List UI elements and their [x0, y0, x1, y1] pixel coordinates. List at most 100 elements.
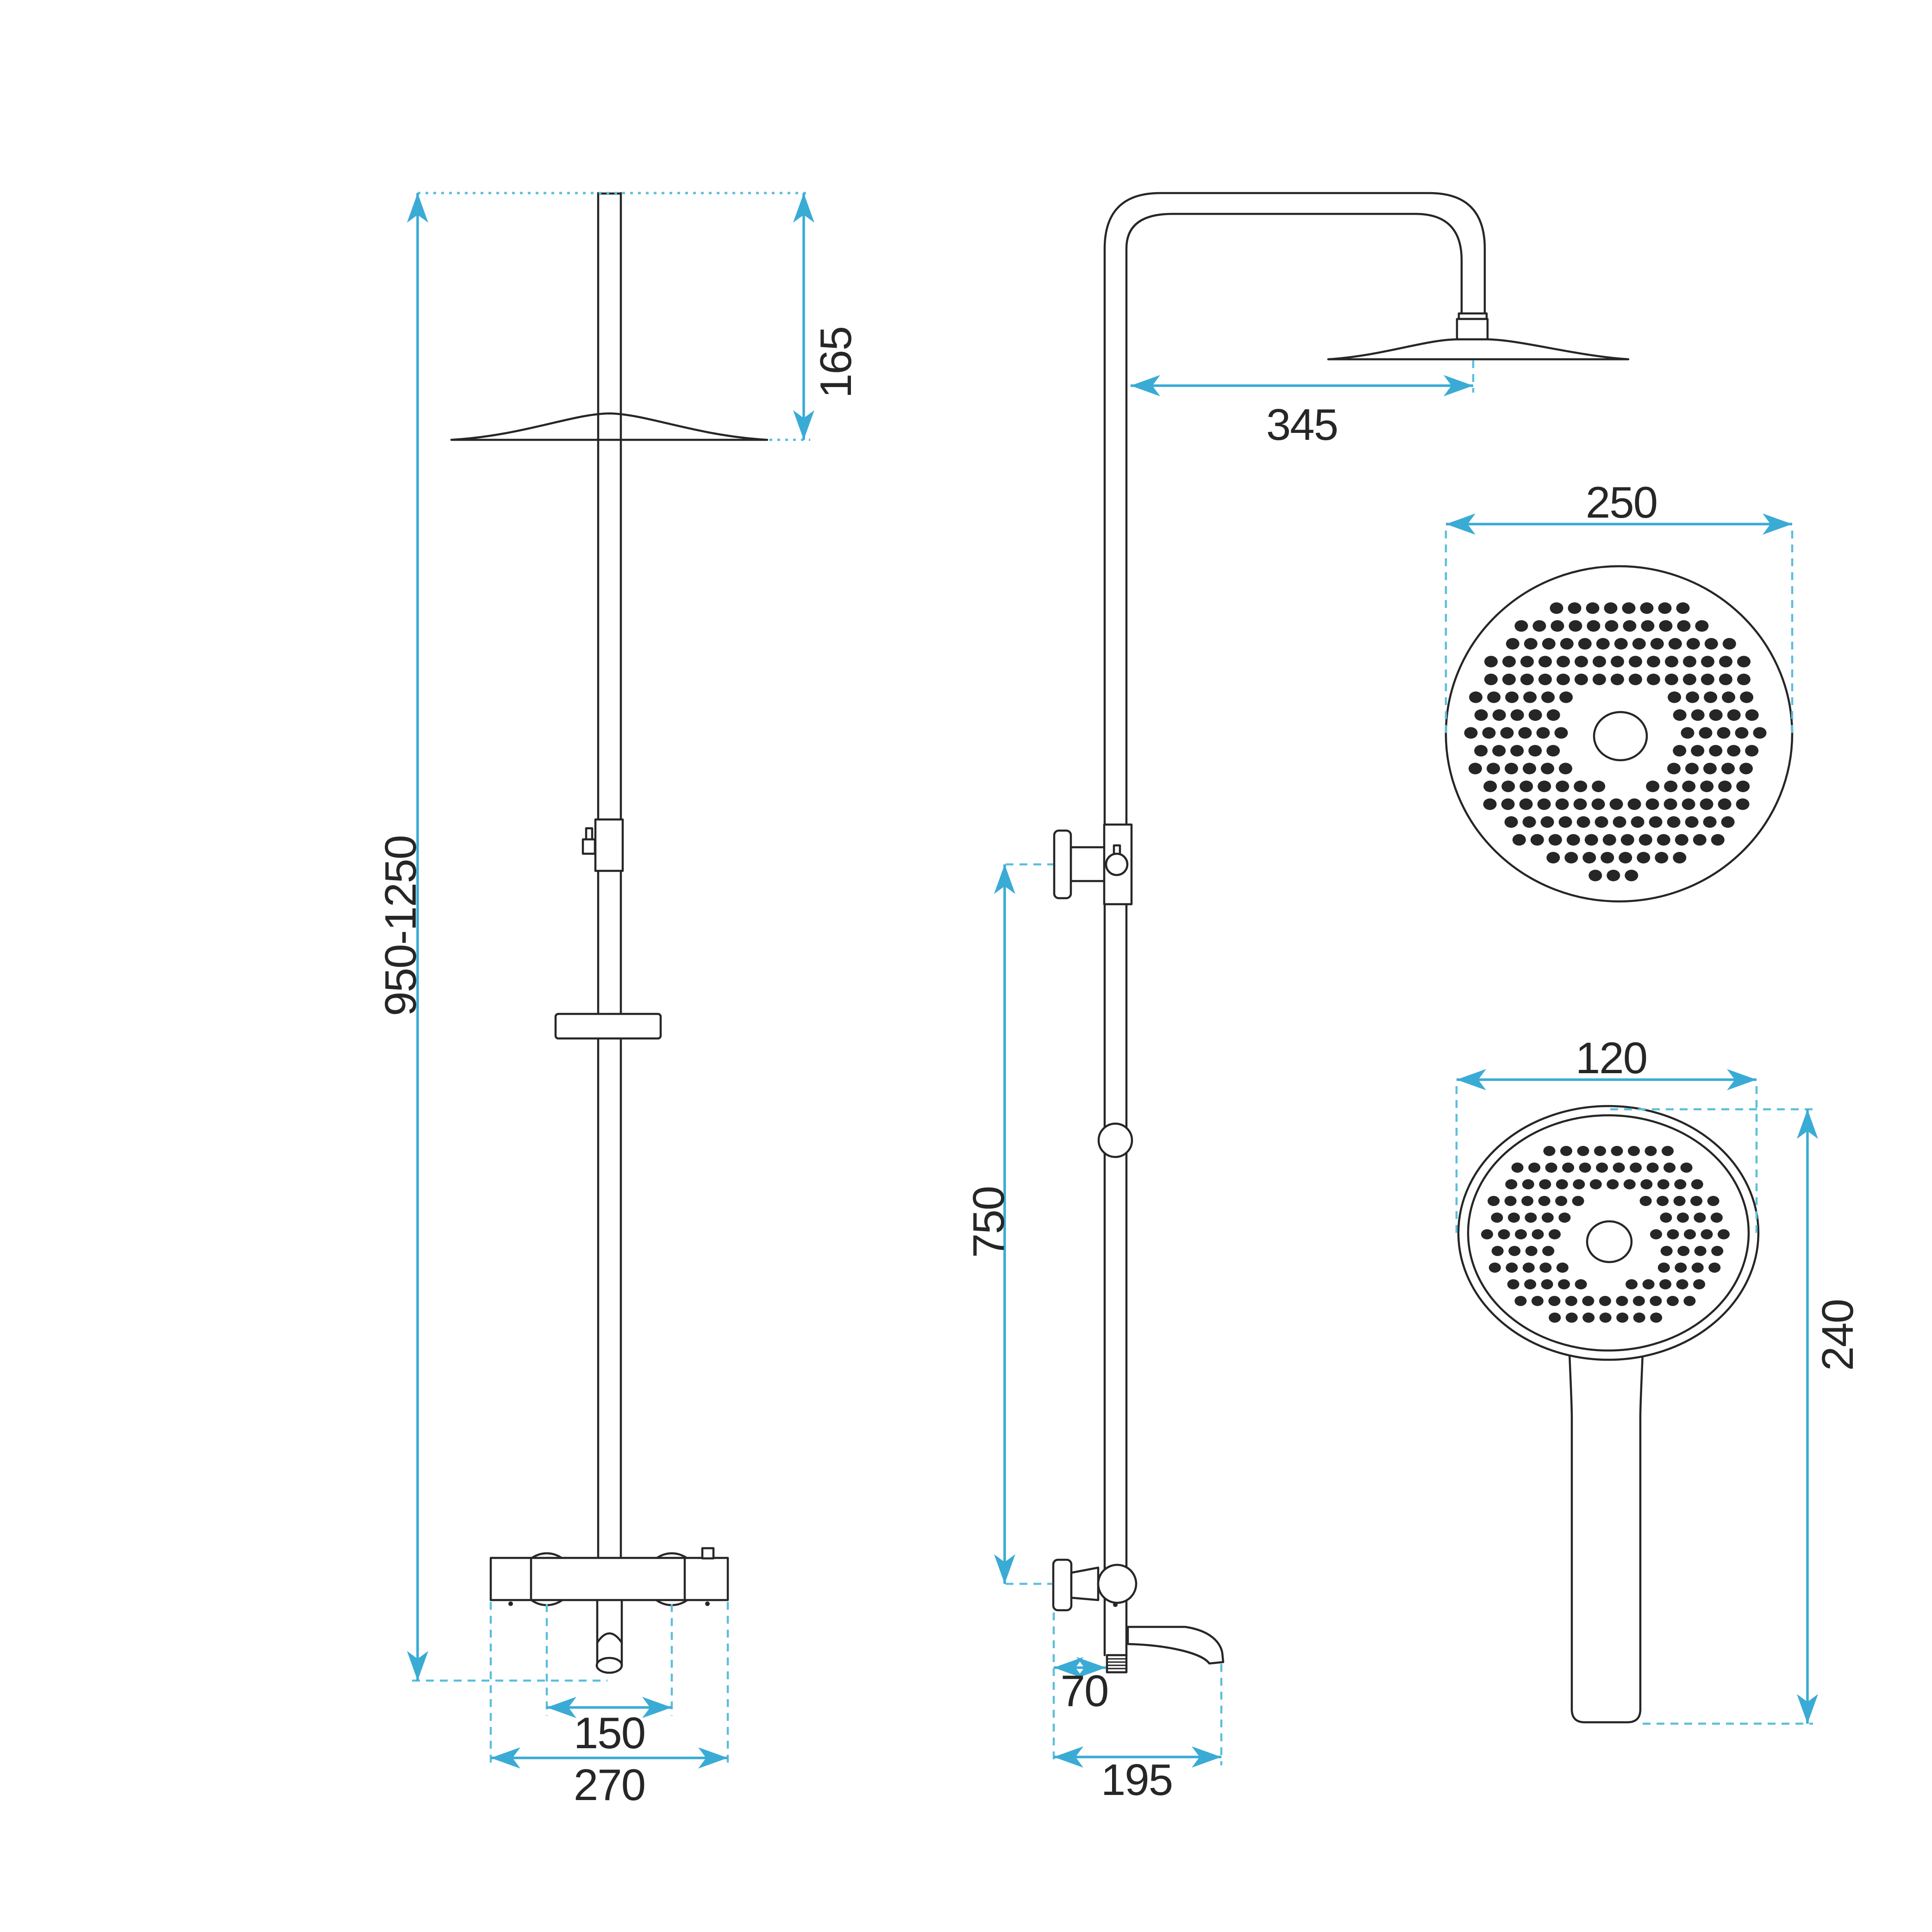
nozzle-dot	[1515, 1229, 1527, 1239]
nozzle-dot	[1524, 1279, 1537, 1289]
dimension-arrowhead-right	[1192, 1746, 1221, 1768]
nozzle-dot	[1536, 727, 1550, 739]
nozzle-dot	[1737, 674, 1751, 685]
nozzle-dot	[1628, 674, 1642, 685]
nozzle-dot	[1556, 1179, 1568, 1189]
nozzle-dot	[1650, 1313, 1663, 1323]
nozzle-dot	[1622, 602, 1636, 614]
dim-headroom-label: 165	[811, 327, 861, 398]
nozzle-dot	[1701, 1229, 1713, 1239]
nozzle-dot	[1601, 852, 1614, 863]
nozzle-dot	[1550, 602, 1563, 614]
nozzle-dot	[1530, 834, 1544, 846]
nozzle-dot	[1703, 763, 1717, 775]
nozzle-dot	[1675, 834, 1688, 846]
dimension-arrowhead-up	[994, 864, 1015, 894]
valve-cone	[1070, 1566, 1100, 1601]
nozzle-dot	[1484, 674, 1498, 685]
nozzle-dot	[1502, 656, 1516, 668]
nozzle-dot	[1665, 656, 1678, 668]
nozzle-dot	[1500, 727, 1514, 739]
nozzle-dot	[1541, 1213, 1554, 1223]
nozzle-dot	[1619, 852, 1632, 863]
nozzle-dot	[1528, 745, 1542, 757]
nozzle-dot	[1568, 602, 1582, 614]
nozzle-dot	[1604, 602, 1618, 614]
dimension-arrowhead-right	[1444, 375, 1473, 396]
nozzle-dot	[1487, 763, 1500, 775]
nozzle-dot	[1632, 1296, 1645, 1306]
nozzle-dot	[1586, 602, 1600, 614]
nozzle-dot	[1528, 709, 1542, 721]
nozzle-dot	[1644, 1146, 1657, 1156]
outlet-thread	[1106, 1654, 1128, 1674]
nozzle-dot	[1628, 1146, 1640, 1156]
nozzle-dot	[1660, 1246, 1673, 1256]
nozzle-dot	[1520, 656, 1534, 668]
nozzle-dot	[1492, 709, 1506, 721]
nozzle-dot	[1740, 691, 1754, 703]
hand-shower-front-view	[1457, 1105, 1760, 1724]
nozzle-dot	[1532, 620, 1546, 632]
nozzle-dot	[1558, 1213, 1571, 1223]
nozzle-dot	[1506, 1263, 1518, 1273]
nozzle-dot	[1710, 1213, 1723, 1223]
nozzle-dot	[1719, 656, 1732, 668]
nozzle-dot	[1594, 1146, 1606, 1156]
nozzle-dot	[1631, 816, 1644, 828]
nozzle-dot	[1703, 816, 1717, 828]
nozzle-dot	[1666, 1296, 1679, 1306]
nozzle-dot	[1686, 691, 1700, 703]
dimension-arrowhead-up	[1797, 1109, 1818, 1139]
nozzle-dot	[1488, 1196, 1500, 1206]
nozzle-dot	[1691, 709, 1705, 721]
dim-valve-width: 270	[489, 1602, 729, 1810]
nozzle-dot	[1691, 1179, 1703, 1189]
mixer-screw-left	[508, 1601, 513, 1606]
nozzle-dot	[1680, 1163, 1693, 1173]
dim-bracket-height-label: 750	[964, 1187, 1013, 1258]
nozzle-dot	[1646, 1163, 1659, 1173]
nozzle-dot	[1487, 691, 1501, 703]
nozzle-dot	[1657, 1196, 1669, 1206]
nozzle-dot	[1700, 781, 1714, 792]
nozzle-dot	[1542, 638, 1556, 650]
nozzle-dot	[1736, 798, 1750, 810]
nozzle-dot	[1638, 834, 1652, 846]
nozzle-dot	[1701, 674, 1714, 685]
nozzle-dot	[1573, 1179, 1585, 1189]
nozzle-dot	[1555, 1196, 1568, 1206]
nozzle-dot	[1626, 1279, 1638, 1289]
dim-hand-length: 240	[1610, 1108, 1863, 1725]
nozzle-dot	[1546, 745, 1560, 757]
nozzle-dot	[1704, 638, 1718, 650]
dim-head-diameter-label: 250	[1586, 478, 1657, 527]
nozzle-dot	[1576, 816, 1590, 828]
nozzle-dot	[1704, 691, 1718, 703]
nozzle-dot	[1616, 1313, 1629, 1323]
nozzle-dot	[1588, 869, 1602, 882]
hand-shower-center-hole	[1586, 1220, 1633, 1263]
nozzle-dot	[1650, 638, 1664, 650]
spout-outlet	[595, 1657, 623, 1674]
dim-headroom: 165	[418, 192, 861, 441]
dimension-arrowhead-left	[547, 1697, 576, 1718]
nozzle-dot	[1676, 1213, 1689, 1223]
nozzle-dot	[1582, 852, 1596, 863]
nozzle-dot	[1506, 638, 1519, 650]
nozzle-dot	[1537, 798, 1551, 810]
dimension-arrowhead-right	[642, 1697, 672, 1718]
nozzle-dot	[1560, 638, 1574, 650]
nozzle-dot	[1483, 798, 1497, 810]
nozzle-dot	[1469, 763, 1482, 775]
nozzle-dot	[1596, 1163, 1608, 1173]
nozzle-dot	[1546, 709, 1560, 721]
nozzle-dot	[1707, 1196, 1719, 1206]
nozzle-dot	[1668, 691, 1682, 703]
nozzle-dot	[1735, 727, 1749, 739]
dimension-arrowhead-right	[698, 1747, 728, 1769]
nozzle-dot	[1668, 638, 1682, 650]
nozzle-dot	[1560, 1146, 1572, 1156]
nozzle-dot	[1524, 638, 1538, 650]
